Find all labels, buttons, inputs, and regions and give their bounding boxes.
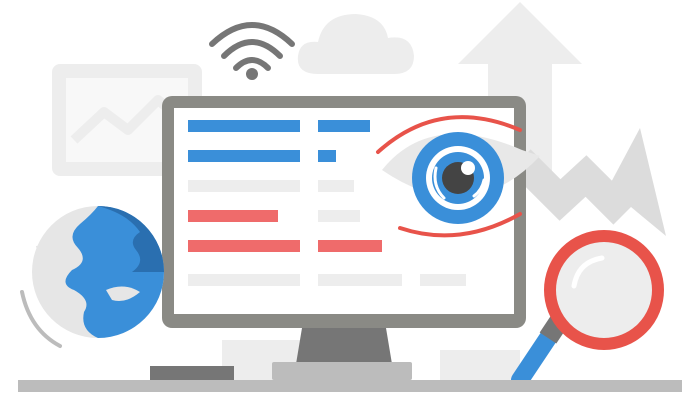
trend-arrow-icon <box>509 128 666 236</box>
report-bar <box>188 120 300 132</box>
eye-icon <box>376 115 540 238</box>
report-bar <box>188 274 300 286</box>
cloud-icon <box>297 14 414 74</box>
wifi-icon <box>209 22 295 80</box>
report-bar <box>318 240 382 252</box>
ground-line <box>18 380 682 392</box>
report-bar <box>188 150 300 162</box>
globe-icon <box>20 206 164 348</box>
report-bar <box>420 274 466 286</box>
report-bar <box>318 274 402 286</box>
report-bar <box>188 240 300 252</box>
report-bar <box>318 150 336 162</box>
report-bar <box>318 180 354 192</box>
report-bar <box>188 210 278 222</box>
screen-report <box>188 120 466 286</box>
monitor-neck <box>296 328 392 364</box>
report-bar <box>318 210 360 222</box>
bg-block <box>440 350 520 380</box>
monitor-base <box>272 362 412 380</box>
report-bar <box>318 120 370 132</box>
desk-block <box>150 366 234 380</box>
magnifier-icon <box>511 230 664 389</box>
report-bar <box>188 180 300 192</box>
